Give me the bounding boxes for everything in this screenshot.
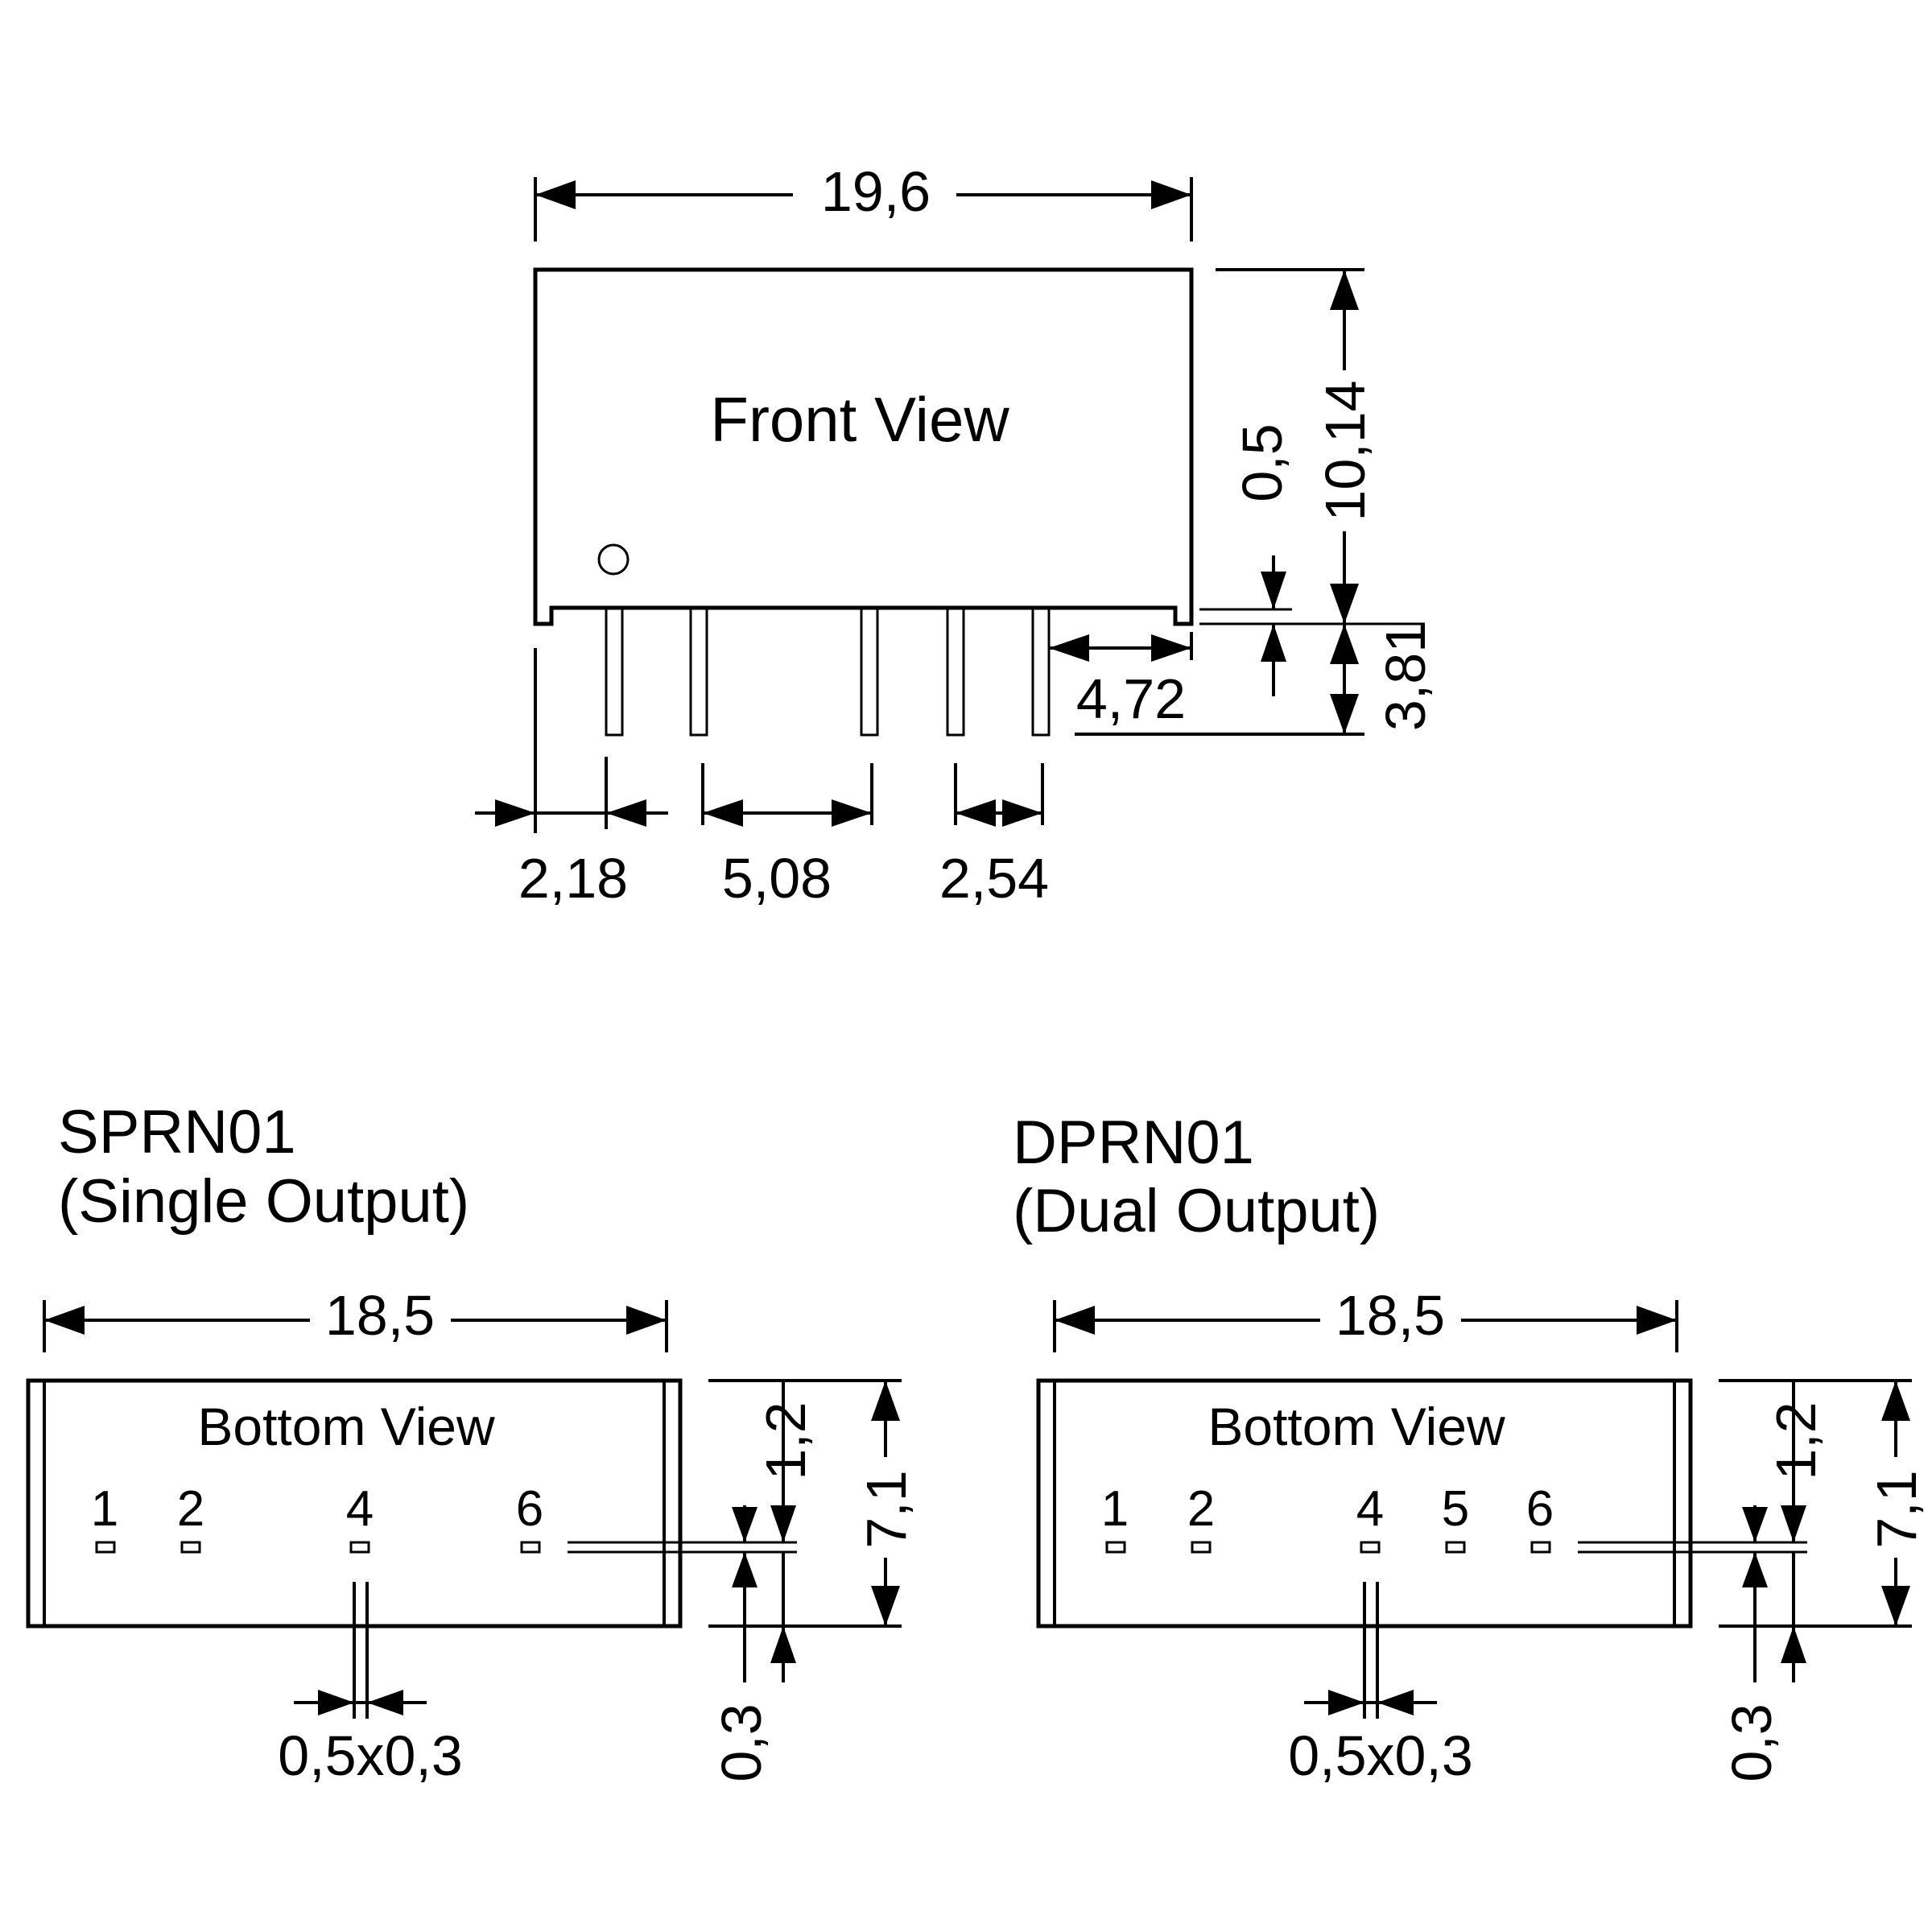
spr-pin-number: 2 [177,1481,204,1537]
dpr-view-title: Bottom View [1208,1397,1505,1456]
dpr-width-label: 18,5 [1335,1284,1445,1347]
standoff-label: 0,5 [1231,423,1294,502]
front-pin [605,606,624,737]
spr-model-name: SPRN01 [58,1098,296,1166]
dpr-pad [1105,1541,1126,1554]
dpr-bottom-view: DPRN01 (Dual Output) 18,5 Bottom View 1 … [1013,1108,1928,1787]
front-view: Front View 19,6 10,14 [475,160,1437,910]
spr-pin-number: 1 [91,1481,118,1537]
dpr-pad [1360,1541,1381,1554]
pitch-large-label: 5,08 [722,847,832,910]
dimension-pitch-small: 2,54 [939,763,1049,910]
dpr-pin-number: 6 [1526,1481,1554,1537]
front-body-outline [533,267,1194,626]
spr-width-label: 18,5 [325,1284,435,1347]
spr-model-desc: (Single Output) [58,1167,469,1236]
dimension-front-height: 10,14 [1216,268,1377,624]
pin1-marker-icon [597,543,630,576]
dpr-pad-size-label: 0,5x0,3 [1288,1724,1473,1787]
dpr-model-name: DPRN01 [1013,1108,1254,1177]
front-pin [946,606,965,737]
dpr-pad [1530,1541,1551,1554]
dimension-front-width: 19,6 [534,160,1193,242]
front-view-title: Front View [710,384,1009,455]
spr-pad [349,1541,370,1554]
dimension-edge-to-last-pin: 4,72 [1049,632,1193,730]
dimension-pitch-large: 5,08 [701,763,873,910]
front-width-label: 19,6 [821,160,931,223]
dpr-model-desc: (Dual Output) [1013,1177,1380,1245]
spr-height-label: 7,1 [855,1470,918,1548]
spr-pad [95,1541,116,1554]
edge-to-first-pin-label: 2,18 [518,847,628,910]
spr-pad-size-label: 0,5x0,3 [278,1724,463,1787]
spr-pad-height-label: 0,3 [710,1703,773,1781]
dpr-pad [1445,1541,1466,1554]
dpr-pin-number: 5 [1442,1481,1469,1537]
dimension-edge-to-first-pin: 2,18 [475,648,668,910]
front-height-label: 10,14 [1314,380,1377,521]
spr-pad [180,1541,201,1554]
dpr-pin-number: 4 [1356,1481,1384,1537]
spr-bottom-view: SPRN01 (Single Output) 18,5 Bottom View … [26,1098,918,1787]
edge-to-last-pin-label: 4,72 [1076,667,1186,730]
front-pin [860,606,879,737]
front-pin [689,606,708,737]
dimension-pin-length: 3,81 [1075,621,1437,736]
pin-length-label: 3,81 [1374,621,1437,731]
dpr-pin-number: 1 [1101,1481,1129,1537]
pitch-small-label: 2,54 [939,847,1049,910]
dpr-height-label: 7,1 [1865,1470,1928,1548]
spr-pin-number: 4 [346,1481,374,1537]
dpr-pad-height-label: 0,3 [1720,1703,1783,1781]
spr-pin-number: 6 [516,1481,543,1537]
spr-view-title: Bottom View [197,1397,495,1456]
dpr-pad [1191,1541,1212,1554]
front-pin [1031,606,1051,737]
spr-pin-offset-label: 1,2 [754,1402,817,1480]
dpr-pin-offset-label: 1,2 [1765,1402,1827,1480]
spr-pad [520,1541,541,1554]
dpr-pin-number: 2 [1187,1481,1215,1537]
dimension-standoff: 0,5 [1199,423,1425,696]
